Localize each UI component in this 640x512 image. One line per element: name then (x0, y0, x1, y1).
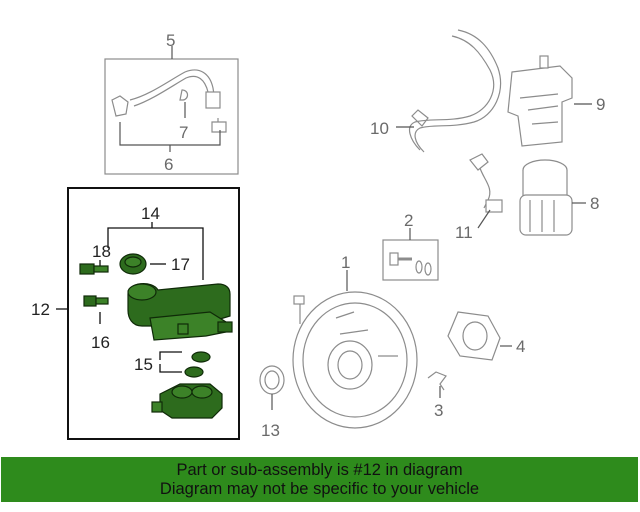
footer-line-2: Diagram may not be specific to your vehi… (159, 480, 480, 498)
parts-diagram: 5 7 6 10 9 8 11 (31, 29, 605, 440)
brake-booster-part-1: 1 (292, 253, 418, 429)
callout-1: 1 (341, 253, 350, 272)
gasket-part-4: 4 (447, 311, 525, 361)
callout-12: 12 (31, 300, 50, 319)
highlight-box (67, 187, 240, 440)
bolt-kit-part-2: 2 (382, 211, 439, 281)
callout-15: 15 (134, 355, 153, 374)
bolt-part-16 (83, 295, 109, 307)
bracket-part-9: 9 (507, 55, 605, 147)
bolt-part-18 (79, 263, 109, 275)
reservoir-cap-part-17 (119, 253, 147, 275)
hose-kit-group: 5 7 6 (104, 31, 239, 175)
footer-banner: Part or sub-assembly is #12 in diagram D… (1, 457, 638, 502)
hose-clamp (111, 95, 129, 117)
vacuum-pump-part-8: 8 (519, 159, 599, 236)
master-cylinder-body (151, 383, 223, 419)
callout-11: 11 (455, 223, 473, 242)
footer-line-1: Part or sub-assembly is #12 in diagram (176, 461, 463, 479)
callout-5: 5 (166, 31, 175, 50)
callout-17: 17 (171, 255, 190, 274)
callout-8: 8 (590, 194, 599, 213)
harness-part-11: 11 (455, 153, 503, 242)
callout-6: 6 (164, 155, 173, 174)
master-cylinder-assembly-12: 12 14 18 17 (31, 187, 240, 440)
callout-3: 3 (434, 401, 443, 420)
callout-14: 14 (141, 204, 160, 223)
callout-13: 13 (261, 421, 280, 440)
callout-16: 16 (91, 333, 110, 352)
seal-part-13: 13 (259, 365, 285, 440)
callout-18: 18 (92, 242, 111, 261)
callout-2: 2 (404, 211, 413, 230)
hose-connector (211, 118, 227, 133)
callout-7: 7 (179, 123, 188, 142)
callout-9: 9 (596, 95, 605, 114)
clip-part-3: 3 (427, 371, 447, 420)
vacuum-hose (129, 69, 217, 109)
callout-10: 10 (370, 119, 389, 138)
callout-4: 4 (516, 337, 525, 356)
grommet-part-15 (184, 351, 211, 378)
vacuum-line-part-10: 10 (370, 29, 502, 153)
master-cylinder-reservoir (127, 283, 233, 341)
check-valve (179, 89, 189, 101)
